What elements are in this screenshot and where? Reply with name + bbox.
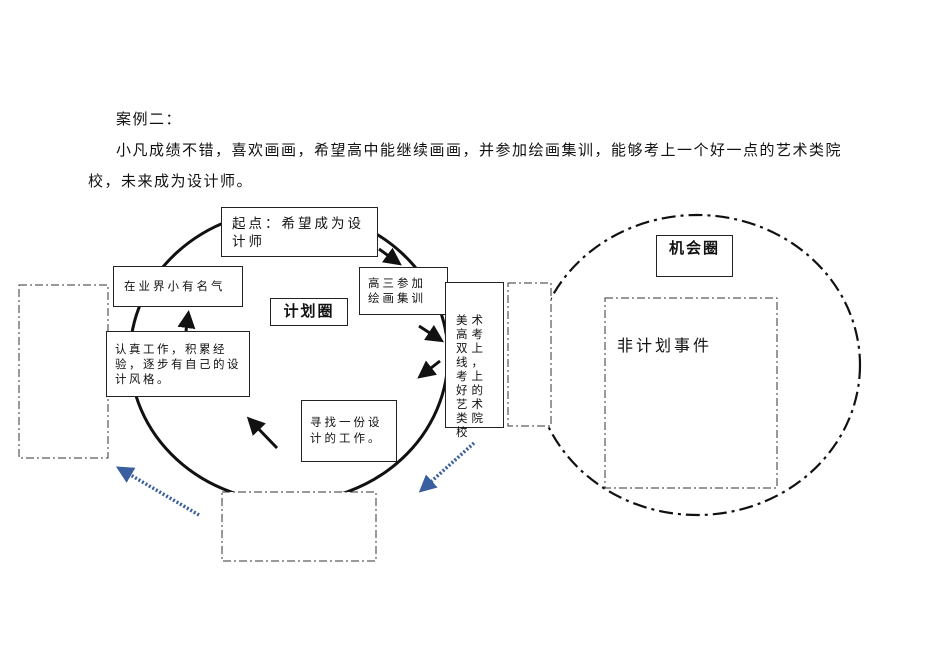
bottom-dashed-box — [221, 491, 377, 562]
case-heading: 案例二： — [116, 110, 183, 128]
step-exam: 美术高考双上线，考上好的艺术类院校 — [445, 282, 504, 439]
step-fame: 在业界小有名气 — [113, 266, 243, 307]
unplanned-events-label: 非计划事件 — [617, 336, 713, 355]
dotted-arrow-left — [115, 466, 200, 517]
case-paragraph: 小凡成绩不错，喜欢画画，希望高中能继续画画，并参加绘画集训，能够考上一个好一点的… — [88, 141, 843, 190]
dotted-arrow-right — [418, 441, 476, 493]
opportunity-circle-label: 机会圈 — [656, 235, 733, 277]
left-dashed-box — [18, 284, 109, 459]
plan-circle-label: 计划圈 — [270, 298, 348, 326]
arrow-4 — [246, 416, 279, 450]
right-dashed-box — [507, 282, 552, 427]
step-work: 认真工作，积累经验，逐步有自己的设计风格。 — [106, 331, 250, 397]
step-job: 寻找一份设计的工作。 — [301, 400, 397, 462]
step-start: 起点：希望成为设计师 — [221, 207, 378, 257]
arrow-5 — [177, 310, 196, 332]
unplanned-events-box — [604, 297, 778, 489]
step-training: 高三参加绘画集训 — [359, 267, 448, 315]
arrow-3 — [417, 359, 441, 379]
arrow-1 — [378, 247, 402, 266]
arrow-2 — [418, 324, 445, 343]
